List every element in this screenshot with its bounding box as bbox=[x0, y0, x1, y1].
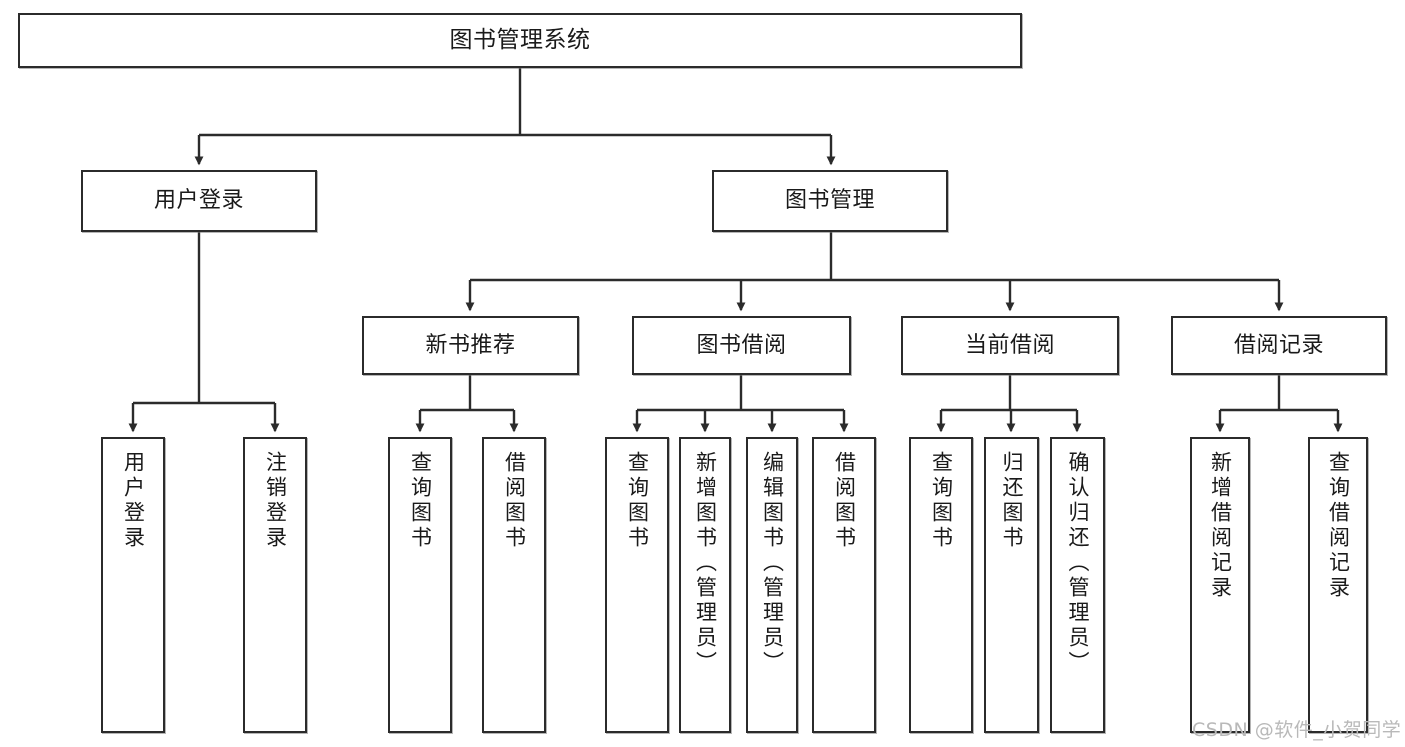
node-borrow-record[interactable]: 借阅记录 bbox=[1171, 316, 1387, 375]
node-leaf-add-record[interactable]: 新增借阅记录 bbox=[1190, 437, 1250, 733]
csdn-watermark: CSDN @软件_小贺同学 bbox=[1192, 719, 1402, 741]
node-user-login[interactable]: 用户登录 bbox=[81, 170, 317, 232]
node-label: 查询图书 bbox=[408, 451, 433, 551]
node-leaf-edit-book[interactable]: 编辑图书（管理员） bbox=[746, 437, 798, 733]
node-leaf-user-logout[interactable]: 注销登录 bbox=[243, 437, 307, 733]
node-label: 新书推荐 bbox=[425, 332, 516, 358]
node-leaf-borrow-book-2[interactable]: 借阅图书 bbox=[812, 437, 876, 733]
node-leaf-user-login[interactable]: 用户登录 bbox=[101, 437, 165, 733]
node-label: 注销登录 bbox=[263, 451, 288, 551]
node-label: 编辑图书（管理员） bbox=[760, 451, 785, 676]
node-label: 归还图书 bbox=[1000, 451, 1024, 551]
node-leaf-query-book-2[interactable]: 查询图书 bbox=[605, 437, 669, 733]
node-label: 当前借阅 bbox=[964, 332, 1055, 358]
node-label: 查询借阅记录 bbox=[1326, 451, 1351, 601]
node-leaf-query-book-3[interactable]: 查询图书 bbox=[909, 437, 973, 733]
node-current-borrow[interactable]: 当前借阅 bbox=[901, 316, 1119, 375]
node-label: 查询图书 bbox=[929, 451, 954, 551]
node-leaf-query-book-1[interactable]: 查询图书 bbox=[388, 437, 452, 733]
node-label: 图书管理系统 bbox=[449, 27, 591, 54]
node-label: 图书借阅 bbox=[696, 332, 787, 358]
node-label: 确认归还（管理员） bbox=[1066, 451, 1090, 676]
node-label: 借阅记录 bbox=[1233, 332, 1324, 358]
node-label: 查询图书 bbox=[625, 451, 650, 551]
node-label: 用户登录 bbox=[121, 451, 146, 551]
node-label: 新增图书（管理员） bbox=[693, 451, 718, 676]
node-leaf-confirm-return[interactable]: 确认归还（管理员） bbox=[1050, 437, 1105, 733]
node-leaf-query-record[interactable]: 查询借阅记录 bbox=[1308, 437, 1368, 733]
node-leaf-return-book[interactable]: 归还图书 bbox=[984, 437, 1039, 733]
node-leaf-add-book[interactable]: 新增图书（管理员） bbox=[679, 437, 731, 733]
node-root-system[interactable]: 图书管理系统 bbox=[18, 13, 1022, 68]
node-label: 借阅图书 bbox=[832, 451, 857, 551]
node-label: 新增借阅记录 bbox=[1208, 451, 1233, 601]
node-new-book-recommend[interactable]: 新书推荐 bbox=[362, 316, 579, 375]
node-book-borrow[interactable]: 图书借阅 bbox=[632, 316, 851, 375]
node-leaf-borrow-book-1[interactable]: 借阅图书 bbox=[482, 437, 546, 733]
node-book-manage[interactable]: 图书管理 bbox=[712, 170, 948, 232]
node-label: 用户登录 bbox=[153, 188, 244, 214]
node-label: 图书管理 bbox=[784, 188, 875, 214]
node-label: 借阅图书 bbox=[502, 451, 527, 551]
